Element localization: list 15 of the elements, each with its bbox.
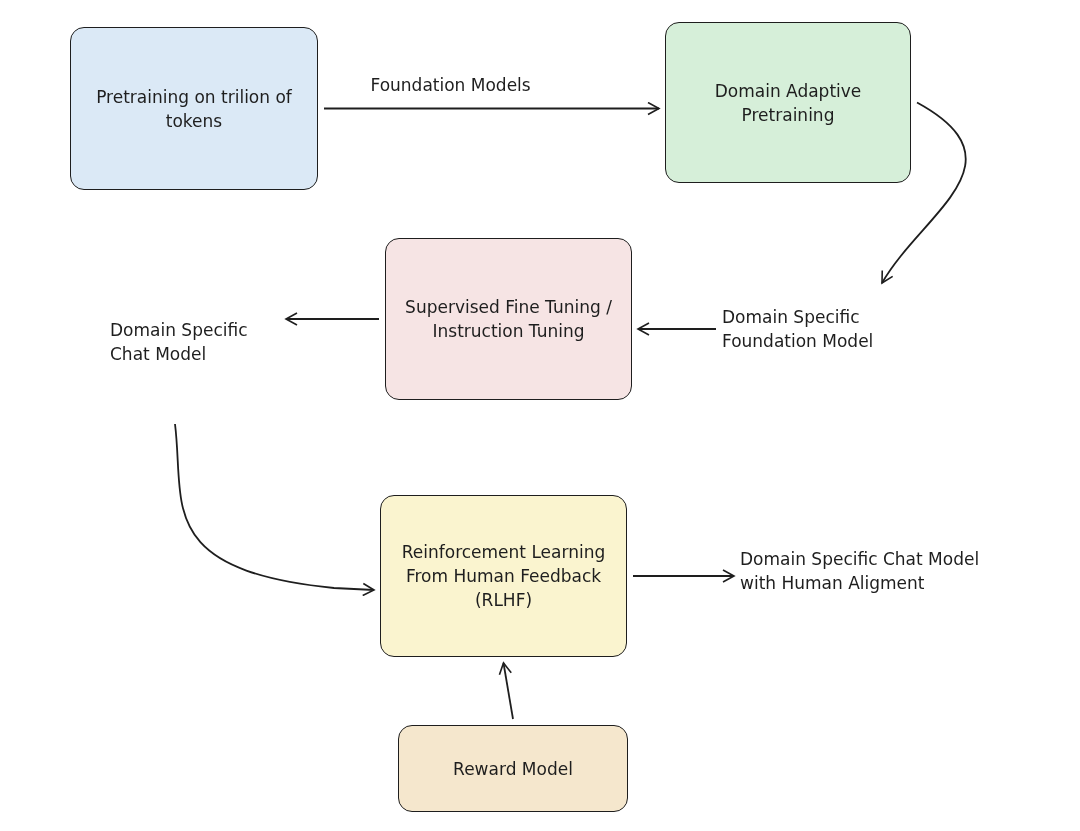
output-label: Domain Specific Chat Model with Human Aligment [740,545,1020,597]
arrow [632,569,735,583]
arrow [323,101,660,116]
process-box: Domain Adaptive Pretraining [665,22,911,183]
arrow [285,312,380,326]
arrow [881,101,967,284]
process-box: Reinforcement Learning From Human Feedback (RLHF) [380,495,627,657]
arrow [498,662,514,720]
output-label: Domain Specific Foundation Model [722,303,912,355]
process-box: Reward Model [398,725,628,812]
output-label: Domain Specific Chat Model [110,316,280,368]
process-box: Supervised Fine Tuning / Instruction Tuning [385,238,632,400]
arrow [174,423,375,597]
arrow [637,322,717,336]
process-box: Pretraining on trilion of tokens [70,27,318,190]
